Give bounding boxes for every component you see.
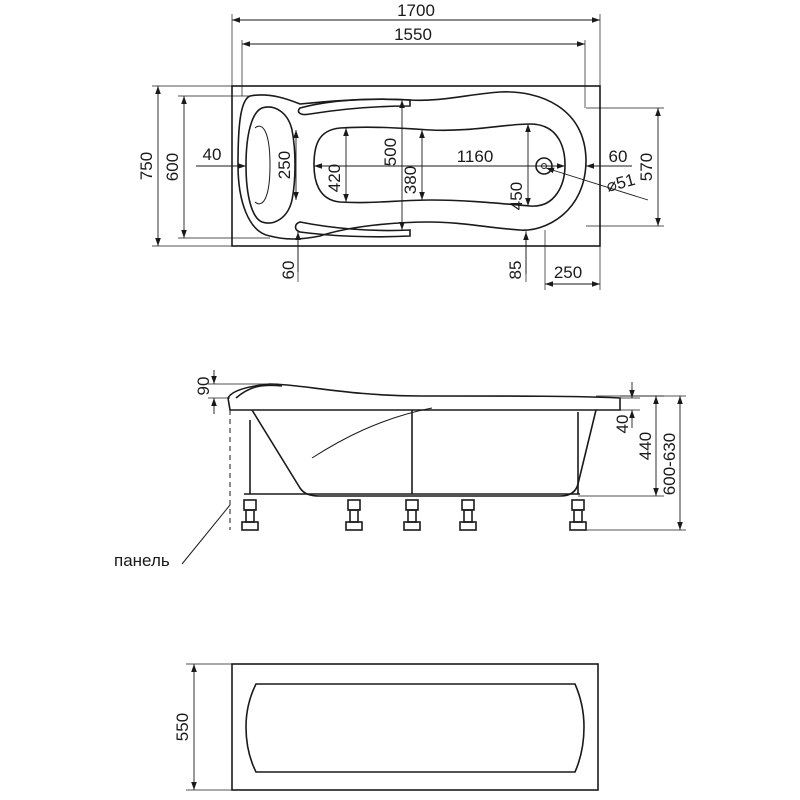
dim-rim-width: 500 xyxy=(381,138,400,166)
top-view: 1700 1550 750 600 40 250 420 500 380 xyxy=(137,1,664,290)
leg xyxy=(403,499,421,531)
panel-view: 550 xyxy=(173,663,599,791)
armrest-top xyxy=(297,98,411,116)
headrest-outline xyxy=(245,106,296,224)
dim-foot-width: 570 xyxy=(637,153,656,181)
tub-backrest-curve xyxy=(311,407,433,459)
dim-overall-length: 1700 xyxy=(397,1,435,20)
dim-line-drain-diameter xyxy=(545,167,649,201)
dim-bottom-width-right: 450 xyxy=(507,182,526,210)
dim-headrest-width: 250 xyxy=(275,151,294,179)
armrest-bottom xyxy=(294,221,411,238)
leg xyxy=(241,499,259,531)
front-panel-inset xyxy=(245,683,585,773)
dim-overall-width: 750 xyxy=(137,152,156,180)
side-view: панель 90 40 440 600-630 xyxy=(114,370,686,570)
dim-drain-offset: 60 xyxy=(609,147,628,166)
dim-headrest-height: 90 xyxy=(194,377,213,396)
panel-label: панель xyxy=(114,551,170,570)
tub-rim-side xyxy=(227,383,621,411)
dim-bottom-width-mid: 380 xyxy=(401,166,420,194)
dim-panel-height: 550 xyxy=(173,713,192,741)
tub-bottom xyxy=(313,123,566,207)
dim-foot-end-length: 250 xyxy=(554,263,582,282)
leg xyxy=(345,499,363,531)
headrest-side xyxy=(235,384,283,399)
dim-total-height: 600-630 xyxy=(660,433,679,495)
dim-rim-thickness: 40 xyxy=(613,415,632,434)
dim-drain-diameter: ⌀51 xyxy=(604,170,637,196)
dim-bottom-width-left: 420 xyxy=(325,164,344,192)
front-panel-outer xyxy=(231,663,599,791)
dim-inner-length: 1550 xyxy=(394,25,432,44)
dim-drain-side-offset: 85 xyxy=(506,261,525,280)
tub-body-side xyxy=(251,409,597,497)
panel-leader xyxy=(181,504,231,565)
dim-armrest-offset: 60 xyxy=(279,261,298,280)
leg xyxy=(459,499,477,531)
headrest-inner xyxy=(254,125,271,205)
leg xyxy=(569,499,587,531)
dim-inner-width: 600 xyxy=(163,153,182,181)
dim-bottom-length: 1160 xyxy=(457,147,494,166)
dim-headrest-offset: 40 xyxy=(203,145,222,164)
dim-tub-depth: 440 xyxy=(636,432,655,460)
